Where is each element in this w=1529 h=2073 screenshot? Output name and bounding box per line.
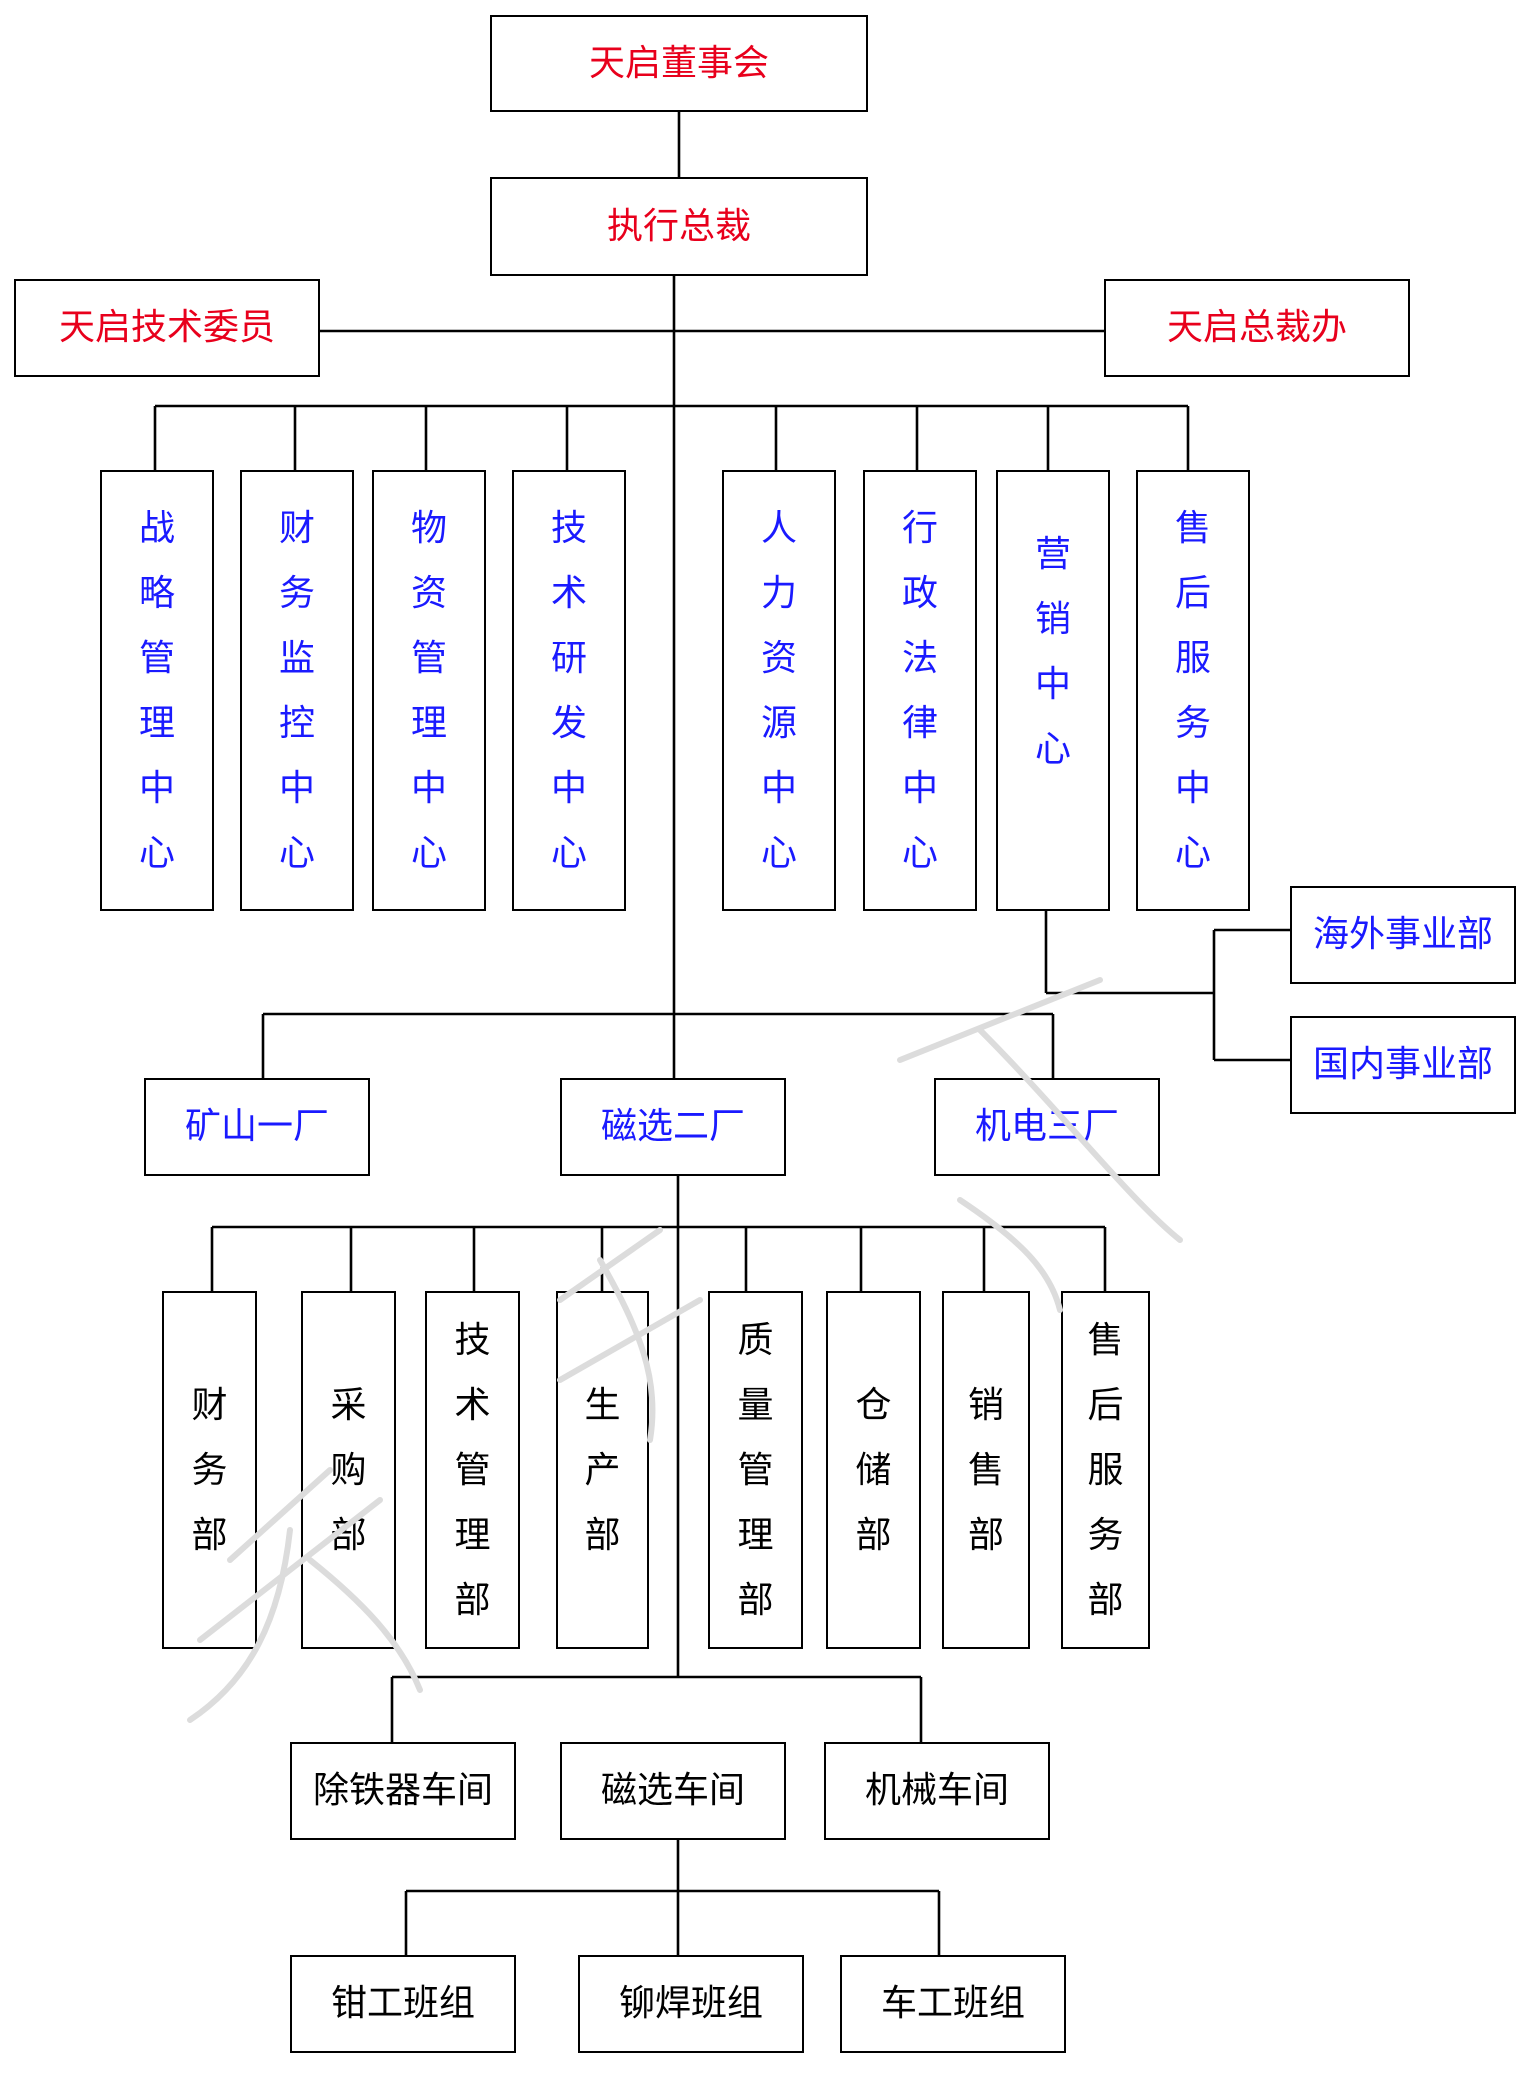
dept-warehouse-box: 仓储部 [826, 1291, 921, 1649]
domestic-unit-box: 国内事业部 [1290, 1016, 1516, 1114]
team-label: 钳工班组 [330, 1983, 475, 2024]
business-unit-label: 海外事业部 [1312, 914, 1493, 955]
factory-label: 机电三厂 [974, 1106, 1119, 1147]
workshop-label: 磁选车间 [600, 1770, 745, 1811]
center-rnd-box: 技术研发中心 [512, 470, 626, 911]
president-office-label: 天启总裁办 [1166, 307, 1347, 348]
department-label: 财务部 [191, 1384, 228, 1556]
department-label: 售后服务部 [1087, 1319, 1124, 1621]
factory-3-box: 机电三厂 [934, 1078, 1160, 1176]
factory-2-box: 磁选二厂 [560, 1078, 786, 1176]
tech-committee-box: 天启技术委员 [14, 279, 320, 377]
department-label: 技术管理部 [454, 1319, 491, 1621]
dept-finance-box: 财务部 [162, 1291, 257, 1649]
factory-1-box: 矿山一厂 [144, 1078, 370, 1176]
ceo-box: 执行总裁 [490, 177, 868, 276]
department-label: 质量管理部 [737, 1319, 774, 1621]
center-label: 行政法律中心 [901, 507, 938, 874]
dept-quality-box: 质量管理部 [708, 1291, 803, 1649]
president-office-box: 天启总裁办 [1104, 279, 1410, 377]
overseas-unit-box: 海外事业部 [1290, 886, 1516, 984]
center-finance-box: 财务监控中心 [240, 470, 354, 911]
department-label: 仓储部 [855, 1384, 892, 1556]
center-label: 物资管理中心 [410, 507, 447, 874]
center-label: 财务监控中心 [278, 507, 315, 874]
workshop-iron-remover-box: 除铁器车间 [290, 1742, 516, 1840]
center-marketing-box: 营销中心 [996, 470, 1110, 911]
center-legal-box: 行政法律中心 [863, 470, 977, 911]
factory-label: 矿山一厂 [184, 1106, 329, 1147]
team-label: 车工班组 [880, 1983, 1025, 2024]
board-box: 天启董事会 [490, 15, 868, 112]
ceo-label: 执行总裁 [606, 205, 751, 247]
center-aftersales-box: 售后服务中心 [1136, 470, 1250, 911]
dept-tech-mgmt-box: 技术管理部 [425, 1291, 520, 1649]
board-label: 天启董事会 [588, 42, 769, 84]
center-label: 售后服务中心 [1174, 507, 1211, 874]
dept-sales-box: 销售部 [942, 1291, 1030, 1649]
center-label: 营销中心 [1034, 534, 1071, 770]
department-label: 采购部 [330, 1384, 367, 1556]
workshop-magnetic-box: 磁选车间 [560, 1742, 786, 1840]
center-label: 技术研发中心 [550, 507, 587, 874]
tech-committee-label: 天启技术委员 [58, 307, 275, 348]
business-unit-label: 国内事业部 [1312, 1044, 1493, 1085]
center-label: 人力资源中心 [760, 507, 797, 874]
team-welding-box: 铆焊班组 [578, 1955, 804, 2053]
workshop-label: 机械车间 [864, 1770, 1009, 1811]
team-fitter-box: 钳工班组 [290, 1955, 516, 2053]
center-hr-box: 人力资源中心 [722, 470, 836, 911]
workshop-label: 除铁器车间 [312, 1770, 493, 1811]
team-turner-box: 车工班组 [840, 1955, 1066, 2053]
department-label: 生产部 [584, 1384, 621, 1556]
center-strategy-box: 战略管理中心 [100, 470, 214, 911]
team-label: 铆焊班组 [618, 1983, 763, 2024]
factory-label: 磁选二厂 [600, 1106, 745, 1147]
workshop-machinery-box: 机械车间 [824, 1742, 1050, 1840]
center-materials-box: 物资管理中心 [372, 470, 486, 911]
dept-production-box: 生产部 [556, 1291, 649, 1649]
dept-aftersales-box: 售后服务部 [1061, 1291, 1150, 1649]
dept-purchasing-box: 采购部 [301, 1291, 396, 1649]
center-label: 战略管理中心 [138, 507, 175, 874]
department-label: 销售部 [967, 1384, 1004, 1556]
